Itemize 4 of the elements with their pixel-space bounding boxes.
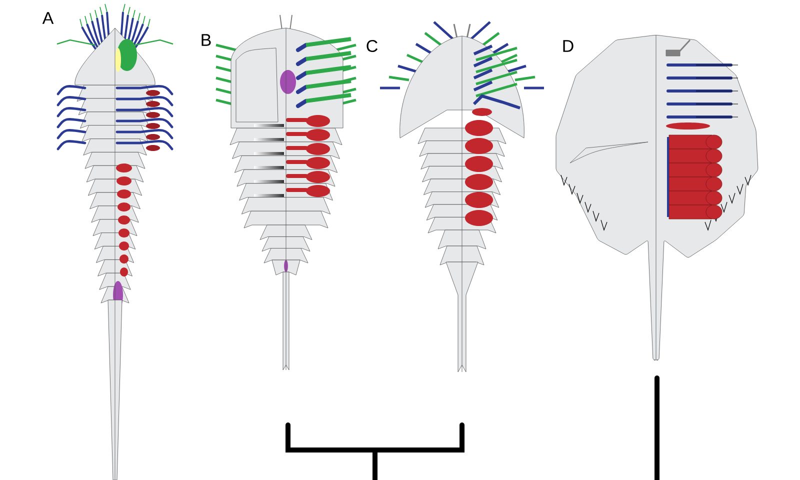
panel-letter: B	[202, 34, 211, 46]
panel-letter: A	[42, 12, 54, 24]
panel-letter: C	[366, 40, 378, 52]
panel-letter: D	[563, 40, 574, 52]
